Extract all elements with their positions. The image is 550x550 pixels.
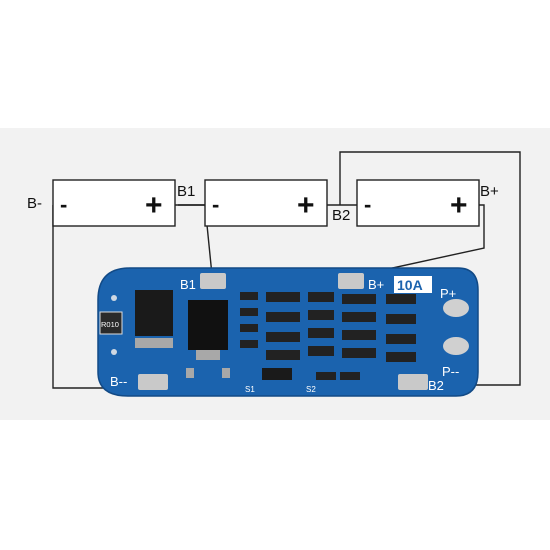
mosfet-1 xyxy=(135,290,173,336)
smd-row xyxy=(262,368,292,380)
cell-3-body xyxy=(356,179,480,227)
cell-2-minus: - xyxy=(212,192,219,217)
smd-row xyxy=(308,328,334,338)
smd-row xyxy=(342,330,376,340)
board-label-p-plus: P+ xyxy=(440,286,456,301)
cell-3-plus: + xyxy=(450,189,468,222)
battery-cell-1: - + xyxy=(52,179,176,227)
pad-p-minus xyxy=(443,337,469,355)
smd-row xyxy=(266,332,300,342)
label-b-plus: B+ xyxy=(480,183,499,200)
smd-row xyxy=(266,312,300,322)
smd-row xyxy=(342,348,376,358)
cell-1-plus: + xyxy=(145,189,163,222)
board-label-p-minus: P-- xyxy=(442,364,459,379)
rating-box xyxy=(394,276,432,293)
board-label-s1: S1 xyxy=(245,385,255,394)
board-label-b-plus: B+ xyxy=(368,277,384,292)
pad-b1 xyxy=(200,273,226,289)
cell-1-body xyxy=(52,179,176,227)
smd-row xyxy=(386,334,416,344)
mount-hole-left-bottom xyxy=(111,349,117,355)
bms-board: R010 xyxy=(97,267,479,397)
smd-row xyxy=(240,340,258,348)
board-label-b2: B2 xyxy=(428,378,444,393)
mosfet-2 xyxy=(188,300,228,350)
mosfet-2-leg xyxy=(186,368,194,378)
board-label-s2: S2 xyxy=(306,385,316,394)
smd-row xyxy=(240,324,258,332)
mosfet-2-leg-2 xyxy=(222,368,230,378)
wire-b-plus xyxy=(364,204,485,275)
pad-b2 xyxy=(398,374,428,390)
smd-components xyxy=(240,292,416,380)
label-b2: B2 xyxy=(332,207,350,224)
pad-b-plus xyxy=(338,273,364,289)
board-label-b1: B1 xyxy=(180,277,196,292)
smd-row xyxy=(308,346,334,356)
label-b-minus: B- xyxy=(27,195,42,212)
smd-row xyxy=(386,314,416,324)
shunt-resistor xyxy=(99,311,123,335)
smd-row xyxy=(266,350,300,360)
pad-b-minus xyxy=(138,374,168,390)
smd-row xyxy=(266,292,300,302)
battery-cell-2: - + xyxy=(204,179,328,227)
mount-hole-left-top xyxy=(111,295,117,301)
board-label-rating: 10A xyxy=(397,277,423,293)
smd-row xyxy=(240,308,258,316)
cell-1-minus: - xyxy=(60,192,67,217)
smd-row xyxy=(308,292,334,302)
smd-row xyxy=(342,294,376,304)
mosfet-2-tab xyxy=(196,350,220,360)
wire-b2-top xyxy=(339,151,521,386)
smd-row xyxy=(340,372,360,380)
smd-row xyxy=(386,294,416,304)
pad-p-plus xyxy=(443,299,469,317)
smd-row xyxy=(316,372,336,380)
smd-row xyxy=(386,352,416,362)
cell-3-minus: - xyxy=(364,192,371,217)
smd-row xyxy=(308,310,334,320)
mosfet-1-tab xyxy=(135,338,173,348)
cell-2-body xyxy=(204,179,328,227)
battery-cell-3: - + xyxy=(356,179,480,227)
smd-row xyxy=(240,292,258,300)
board-label-b-minus: B-- xyxy=(110,374,127,389)
smd-row xyxy=(342,312,376,322)
resistor-label: R010 xyxy=(101,320,119,329)
label-b1: B1 xyxy=(177,183,195,200)
cell-2-plus: + xyxy=(297,189,315,222)
